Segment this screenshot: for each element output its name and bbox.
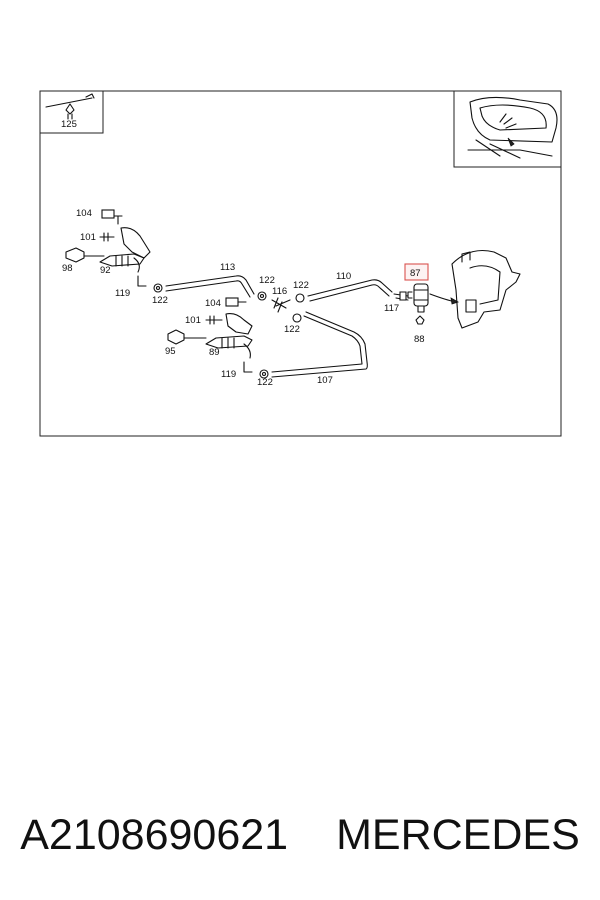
- label-119-lower: 119: [221, 369, 236, 380]
- upper-nozzle-assembly: 104 101 98 92: [62, 208, 151, 276]
- label-98: 98: [62, 263, 73, 274]
- hose-110: 110: [307, 271, 393, 302]
- label-113: 113: [220, 262, 235, 273]
- label-122-a: 122: [152, 295, 168, 306]
- part-caption: A2108690621 MERCEDES: [0, 800, 600, 870]
- lower-nozzle-assembly: 104 101 95 89: [165, 297, 253, 359]
- hose-107: 107: [271, 311, 368, 386]
- label-95: 95: [165, 346, 176, 357]
- label-104-lower: 104: [205, 298, 221, 309]
- label-87: 87: [410, 268, 421, 279]
- elbow-119-upper: 119 122: [115, 275, 168, 306]
- label-107: 107: [317, 375, 333, 386]
- hose-113: 113: [165, 262, 255, 298]
- t-piece-116: 122 116 122 122: [257, 275, 309, 335]
- label-89: 89: [209, 347, 220, 358]
- parts-diagram: 125 104 101 98 92 119 122 1: [39, 90, 562, 437]
- label-119-upper: 119: [115, 288, 130, 299]
- elbow-119-lower: 119 122: [221, 361, 273, 388]
- label-88: 88: [414, 334, 425, 345]
- label-122-d: 122: [284, 324, 300, 335]
- inset-clip-125: 125: [39, 90, 104, 134]
- label-117: 117: [384, 303, 399, 314]
- label-122-e: 122: [257, 377, 273, 388]
- label-122-b: 122: [259, 275, 275, 286]
- connector-117: 117: [384, 291, 409, 314]
- washer-pump-87: 87: [404, 263, 429, 313]
- label-110: 110: [336, 271, 351, 282]
- grommet-88: 88: [414, 315, 425, 345]
- label-116: 116: [272, 286, 287, 297]
- brand-name: MERCEDES: [336, 810, 580, 859]
- label-92: 92: [100, 265, 111, 276]
- label-104-upper: 104: [76, 208, 92, 219]
- label-101-upper: 101: [80, 232, 96, 243]
- highlight-box-87: [404, 263, 429, 281]
- inset-vehicle-view: [453, 90, 562, 168]
- label-101-lower: 101: [185, 315, 201, 326]
- part-number: A2108690621: [20, 810, 289, 859]
- label-122-c: 122: [293, 280, 309, 291]
- washer-reservoir: [451, 249, 521, 329]
- label-125: 125: [61, 119, 77, 130]
